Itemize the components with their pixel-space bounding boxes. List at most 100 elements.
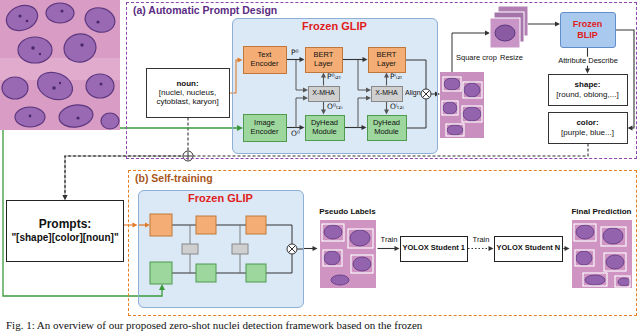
node-text: Pseudo Labels [319,207,375,216]
detection-image-part-part [444,78,460,90]
final-prediction-image-part-part [618,278,630,286]
final-prediction-image-part-part [601,227,626,246]
detection-image [440,72,484,138]
glip-internals-part [145,223,150,228]
student-box: YOLOX Student N [494,236,564,262]
histology-image-part-part [86,74,114,98]
flow-connector [304,246,318,251]
flow-connector [378,246,400,251]
node-text: YOLOX Student 1 [403,244,466,253]
student-box: YOLOX Student 1 [400,236,469,262]
detection-image-part-part [447,125,463,135]
histology-image-part-part [59,82,61,84]
feature-label: Pⁱᵢ₂ₜ [390,73,402,82]
attention-box: X-MHA [371,86,403,102]
detection-image-part-part [463,82,482,98]
flow-connector [384,73,389,86]
connector-line [343,59,364,60]
connector-line [323,102,324,111]
figure-caption: Fig. 1: An overview of our proposed zero… [6,319,422,332]
histology-image-part-part [61,10,64,13]
connector-line [304,248,314,249]
crop-arrow-part [485,31,490,36]
crop-arrow-part [452,33,485,72]
feature-label: P⁰ᵢ₂ₜ [327,73,341,82]
sum-symbol [183,151,193,161]
module-box: DyHead Module [367,115,407,141]
flow-connector [124,223,138,228]
pseudo-label-image-part-part [350,230,370,246]
feature-label: O⁰ [291,130,300,139]
connector-line [287,127,301,128]
arrow-head [133,223,138,228]
feature-label: Square crop [456,54,497,63]
final-prediction-image-part-part [603,228,623,244]
edge-label: Attribute Describe [557,57,619,66]
flow-connector [321,73,326,86]
final-prediction-image-part-part [574,224,596,241]
detection-image-part-part [464,83,480,97]
crop-to-blip-arrow [528,22,560,27]
final-prediction-image-part [574,224,630,287]
flow-connector [468,246,494,251]
feature-label: O⁰ₜ₂ᵢ [327,103,342,112]
glip-internals-part [138,224,145,225]
image-panel: Pseudo Labels [318,207,378,291]
pseudo-label-image-part-part [324,251,340,265]
crop-to-blip-arrow-part [528,24,555,25]
node-text: X-MHA [312,89,335,97]
glip-internals [138,214,304,284]
histology-image-part-part [96,20,99,23]
histology-image-part-part [82,5,117,36]
node-text: [purple, blue...] [561,128,614,137]
histology-image-part-part [34,68,77,105]
arrow-head [384,73,389,78]
connector-line [230,60,239,93]
final-prediction-image [572,220,632,288]
image-feature-line [3,125,243,296]
detection-image-part [440,72,484,138]
layer-box: BERT Layer [305,47,343,73]
final-prediction-image-part-part [575,250,594,266]
histology-image-part [18,10,102,120]
node-text: DyHead Module [307,119,343,136]
arrow-head [313,246,318,251]
final-prediction-image-part-part [606,255,624,269]
image-feature-line-part [120,127,238,128]
connector-line [386,77,387,86]
feature-label: Align [405,89,421,97]
node-text: Text Encoder [245,51,285,68]
histology-image-part-part [52,86,56,90]
square-crops [490,6,528,48]
node-text: Image Encoder [245,119,285,136]
pseudo-label-image [320,220,376,288]
attribute-box: shape:[round, oblong,...] [548,74,628,106]
detection-image-part-part [443,77,461,91]
feature-label: Resize [500,54,523,63]
histology-image-part-part [26,20,29,23]
image-feature-line-part [159,284,165,290]
glip-internals-part [150,214,172,236]
node-text: BERT Layer [370,51,404,68]
square-crops-part [495,25,515,41]
detection-image-part-part [462,106,482,122]
node-text: YOLOX Student N [497,244,561,253]
glip-internals-part [196,216,216,234]
image-panel: Final Prediction [570,207,634,291]
histology-image-part-part [18,37,52,63]
glip-internals-part [246,264,266,282]
node-text: DyHead Module [369,119,405,136]
pseudo-label-image-part [320,220,376,288]
final-prediction-image-part [576,225,630,286]
pseudo-label-image-part [322,224,373,273]
flow-connector [345,125,367,130]
histology-image-part-part [18,14,21,17]
node-text: [round, oblong,...] [556,90,618,99]
connector-line [378,248,396,249]
node-text: Frozen GLIP [188,192,253,205]
detection-image-part [442,77,482,136]
pseudo-label-image-part-part [353,257,371,271]
flow-connector [343,57,368,62]
histology-image-part-part [29,115,32,118]
